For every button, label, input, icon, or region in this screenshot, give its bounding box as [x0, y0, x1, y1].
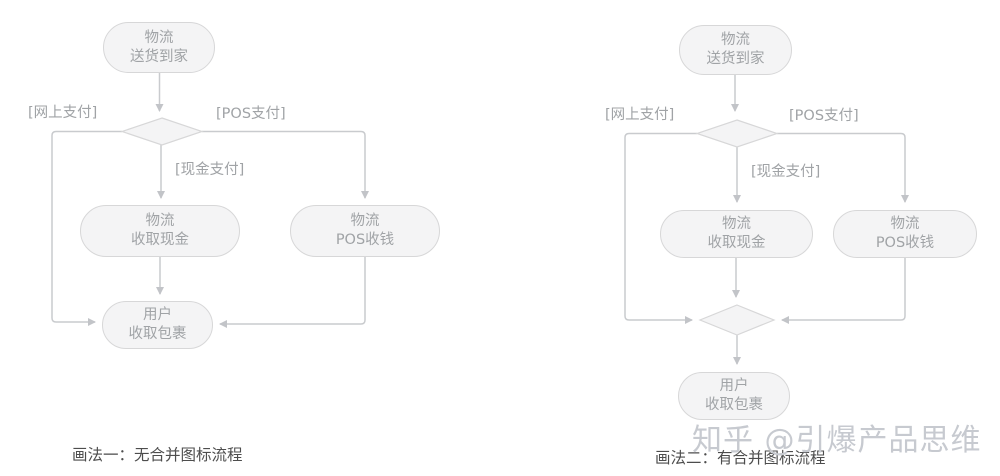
edge-label-online-payment: [网上支付]	[28, 105, 98, 121]
caption-right-flowchart: 画法二：有合并图标流程	[655, 449, 826, 467]
node-text-line: 收取包裹	[705, 397, 763, 413]
edge-online-to-end	[51, 130, 122, 326]
node-text-line: 收取包裹	[128, 326, 187, 342]
node-text-line: 送货到家	[130, 48, 188, 65]
node-text-line: 物流	[890, 216, 920, 232]
decision-diamond-left	[120, 117, 204, 146]
node-text-line: 物流	[350, 213, 380, 229]
node-text-line: 物流	[144, 29, 174, 46]
node-text-line: 用户	[719, 378, 749, 394]
edge-label-online-payment: [网上支付]	[605, 107, 675, 123]
node-pos-collect: 物流 POS收钱	[833, 210, 977, 258]
node-text-line: 用户	[143, 307, 172, 323]
node-collect-cash: 物流 收取现金	[660, 210, 813, 258]
decision-diamond-right	[695, 119, 779, 148]
node-text-line: 收取现金	[707, 235, 766, 251]
node-text-line: 物流	[721, 32, 750, 48]
edge-label-cash-payment: [现金支付]	[751, 164, 821, 180]
node-text-line: 收取现金	[131, 232, 189, 248]
node-text-line: POS收钱	[335, 232, 395, 248]
node-text-line: POS收钱	[875, 235, 935, 251]
merge-diamond-right	[698, 304, 776, 336]
caption-left-flowchart: 画法一：无合并图标流程	[72, 446, 243, 464]
edge-pos-to-end	[219, 257, 366, 328]
left-flowchart-edges	[51, 73, 369, 328]
node-collect-cash: 物流 收取现金	[80, 205, 240, 257]
edge-label-pos-payment: [POS支付]	[789, 108, 859, 124]
right-flowchart-edges	[624, 75, 909, 365]
node-user-receive: 用户 收取包裹	[678, 372, 790, 420]
edge-online-to-merge	[624, 132, 697, 324]
node-text-line: 物流	[722, 216, 751, 232]
edge-pos-to-merge	[781, 258, 906, 324]
node-text-line: 物流	[145, 213, 175, 229]
node-user-receive: 用户 收取包裹	[102, 301, 213, 349]
edge-label-pos-payment: [POS支付]	[216, 106, 286, 122]
node-logistics-delivery: 物流 送货到家	[103, 22, 215, 73]
zhihu-watermark: 知乎 @引爆产品思维	[692, 423, 982, 458]
node-pos-collect: 物流 POS收钱	[290, 205, 440, 257]
edge-decision-to-pos	[202, 130, 369, 199]
node-text-line: 送货到家	[706, 51, 765, 67]
edge-decision-to-pos	[777, 132, 909, 203]
node-logistics-delivery: 物流 送货到家	[679, 25, 792, 75]
edge-label-cash-payment: [现金支付]	[175, 162, 245, 178]
